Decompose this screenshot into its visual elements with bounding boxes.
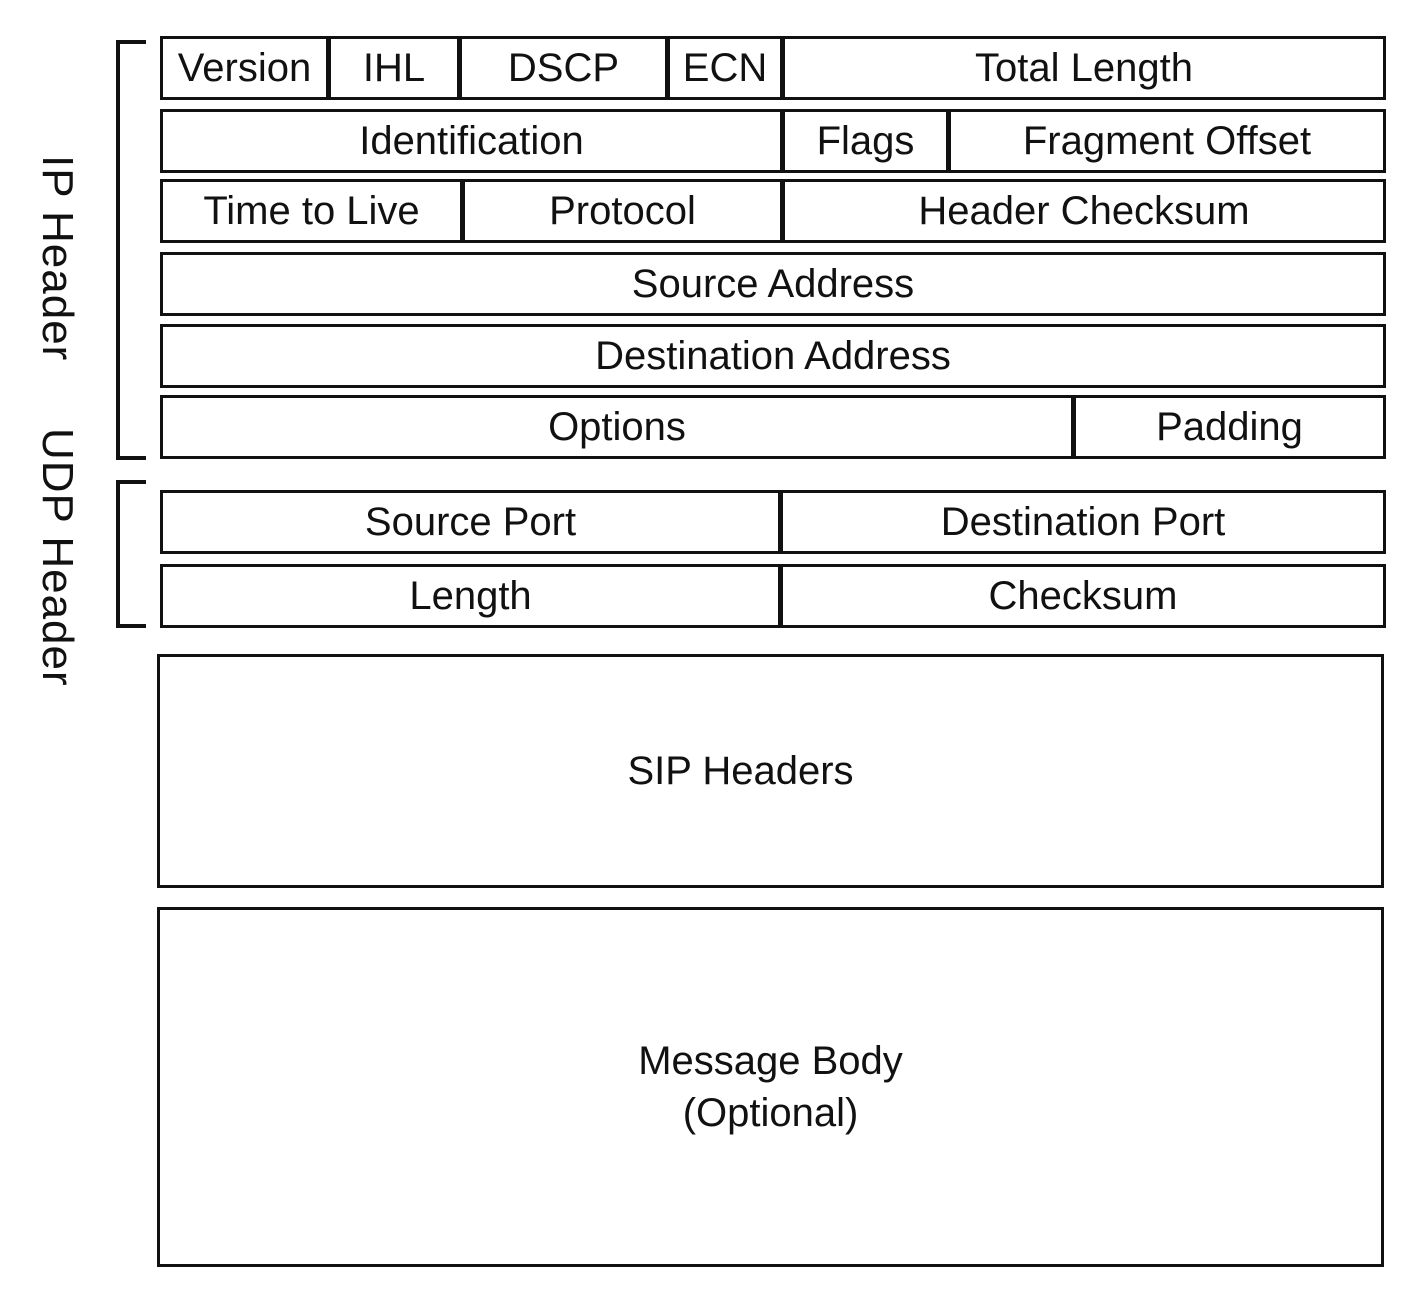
field-padding: Padding: [1071, 398, 1383, 456]
ip-row-2: Identification Flags Fragment Offset: [160, 109, 1386, 173]
field-dscp: DSCP: [457, 39, 665, 97]
message-body-label: Message Body (Optional): [638, 1035, 903, 1139]
ip-row-6: Options Padding: [160, 395, 1386, 459]
udp-row-1: Source Port Destination Port: [160, 490, 1386, 554]
message-body-block: Message Body (Optional): [157, 907, 1384, 1267]
field-source-port: Source Port: [364, 499, 577, 544]
ip-header-label: IP Header: [33, 155, 82, 362]
field-total-length: Total Length: [780, 39, 1383, 97]
field-source-address: Source Address: [631, 261, 915, 306]
field-checksum: Checksum: [778, 567, 1383, 625]
field-destination-port: Destination Port: [778, 493, 1383, 551]
field-length: Length: [409, 573, 532, 618]
field-destination-address: Destination Address: [595, 333, 951, 378]
ip-row-5: Destination Address: [160, 324, 1386, 388]
field-options: Options: [548, 404, 686, 449]
udp-header-bracket: [116, 480, 146, 628]
udp-header-label: UDP Header: [33, 428, 82, 687]
field-ecn: ECN: [665, 39, 780, 97]
field-flags: Flags: [780, 112, 946, 170]
field-identification: Identification: [359, 118, 584, 163]
field-version: Version: [177, 45, 312, 90]
ip-row-3: Time to Live Protocol Header Checksum: [160, 179, 1386, 243]
field-ihl: IHL: [326, 39, 457, 97]
field-protocol: Protocol: [460, 182, 780, 240]
ip-row-1: Version IHL DSCP ECN Total Length: [160, 36, 1386, 100]
field-fragment-offset: Fragment Offset: [946, 112, 1383, 170]
message-body-line2: (Optional): [682, 1091, 859, 1135]
sip-headers-block: SIP Headers: [157, 654, 1384, 888]
udp-row-2: Length Checksum: [160, 564, 1386, 628]
sip-headers-label: SIP Headers: [627, 749, 854, 793]
message-body-line1: Message Body: [638, 1039, 903, 1083]
ip-header-bracket: [116, 40, 146, 460]
ip-row-4: Source Address: [160, 252, 1386, 316]
field-time-to-live: Time to Live: [203, 188, 420, 233]
field-header-checksum: Header Checksum: [780, 182, 1383, 240]
